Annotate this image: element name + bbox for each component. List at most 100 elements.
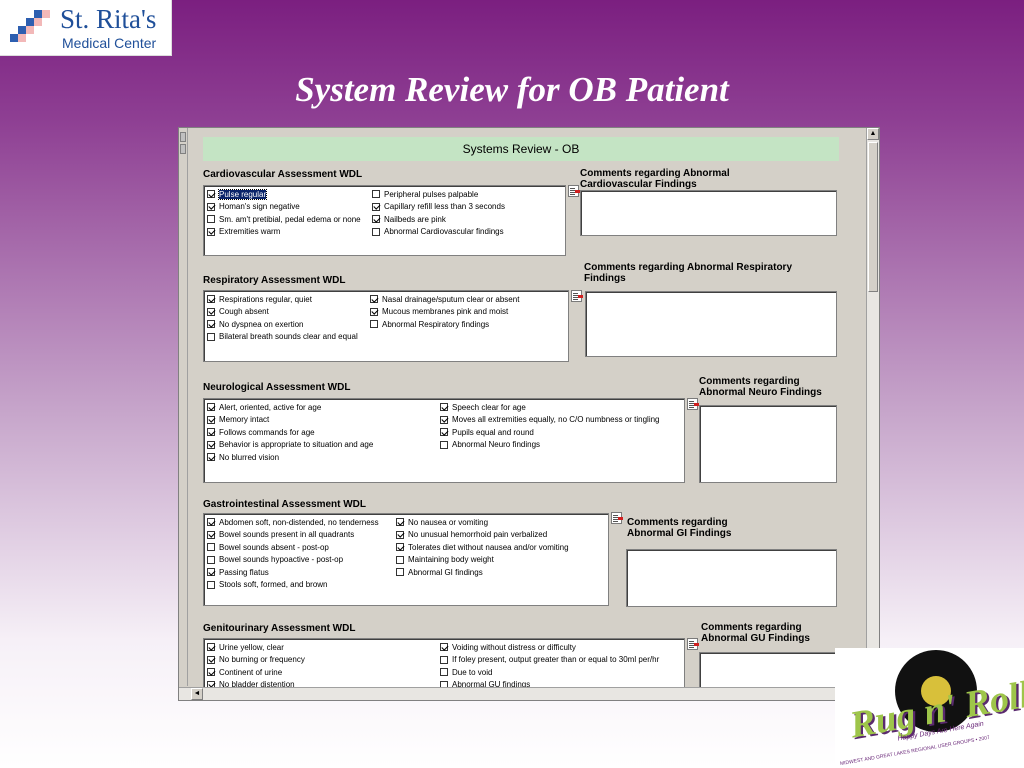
unchecked-checkbox-icon[interactable]: [370, 320, 378, 329]
checklist-item[interactable]: Pulse regular: [207, 188, 361, 201]
checked-checkbox-icon[interactable]: [370, 307, 378, 316]
checked-checkbox-icon[interactable]: [207, 227, 215, 236]
checked-checkbox-icon[interactable]: [207, 190, 215, 199]
checklist-item[interactable]: No unusual hemorrhoid pain verbalized: [396, 529, 569, 542]
unchecked-checkbox-icon[interactable]: [372, 227, 380, 236]
checked-checkbox-icon[interactable]: [207, 568, 215, 577]
unchecked-checkbox-icon[interactable]: [207, 580, 215, 589]
checked-checkbox-icon[interactable]: [396, 530, 404, 539]
checked-checkbox-icon[interactable]: [207, 428, 215, 437]
checklist-item[interactable]: No dyspnea on exertion: [207, 318, 358, 331]
checklist-item[interactable]: Alert, oriented, active for age: [207, 401, 373, 414]
checklist-item[interactable]: Continent of urine: [207, 666, 305, 679]
respiratory-comment-input[interactable]: [585, 291, 837, 357]
checklist-item[interactable]: Peripheral pulses palpable: [372, 188, 505, 201]
checked-checkbox-icon[interactable]: [440, 403, 448, 412]
unchecked-checkbox-icon[interactable]: [440, 668, 448, 677]
notes-icon[interactable]: [687, 398, 699, 410]
checked-checkbox-icon[interactable]: [207, 643, 215, 652]
notes-icon[interactable]: [568, 185, 580, 197]
unchecked-checkbox-icon[interactable]: [207, 215, 215, 224]
scroll-left-icon[interactable]: ◄: [191, 688, 203, 700]
unchecked-checkbox-icon[interactable]: [207, 332, 215, 341]
checked-checkbox-icon[interactable]: [396, 518, 404, 527]
unchecked-checkbox-icon[interactable]: [440, 440, 448, 449]
checklist-item[interactable]: Maintaining body weight: [396, 554, 569, 567]
checked-checkbox-icon[interactable]: [207, 415, 215, 424]
checklist-item[interactable]: Pupils equal and round: [440, 426, 660, 439]
checked-checkbox-icon[interactable]: [207, 320, 215, 329]
checked-checkbox-icon[interactable]: [207, 440, 215, 449]
checklist-item[interactable]: Mucous membranes pink and moist: [370, 306, 519, 319]
checklist-item[interactable]: No blurred vision: [207, 451, 373, 464]
checklist-item[interactable]: Bilateral breath sounds clear and equal: [207, 331, 358, 344]
checked-checkbox-icon[interactable]: [207, 295, 215, 304]
checklist-item[interactable]: Bowel sounds absent - post-op: [207, 541, 379, 554]
unchecked-checkbox-icon[interactable]: [207, 555, 215, 564]
checklist-item[interactable]: Cough absent: [207, 306, 358, 319]
checklist-item[interactable]: Abnormal Neuro findings: [440, 439, 660, 452]
checklist-item[interactable]: Behavior is appropriate to situation and…: [207, 439, 373, 452]
checklist-item[interactable]: Capillary refill less than 3 seconds: [372, 201, 505, 214]
neuro-comment-input[interactable]: [699, 405, 837, 483]
checked-checkbox-icon[interactable]: [396, 543, 404, 552]
checklist-item[interactable]: Abnormal Respiratory findings: [370, 318, 519, 331]
checklist-item[interactable]: Homan's sign negative: [207, 201, 361, 214]
checklist-item[interactable]: Due to void: [440, 666, 659, 679]
checked-checkbox-icon[interactable]: [440, 415, 448, 424]
checklist-item[interactable]: Abnormal GI findings: [396, 566, 569, 579]
vertical-scrollbar[interactable]: ▲ ▼: [866, 128, 879, 686]
checklist-item-label: Abnormal Respiratory findings: [382, 319, 490, 329]
checklist-item[interactable]: Tolerates diet without nausea and/or vom…: [396, 541, 569, 554]
checklist-item[interactable]: Passing flatus: [207, 566, 379, 579]
cardiovascular-label: Cardiovascular Assessment WDL: [203, 169, 363, 180]
checklist-item[interactable]: No burning or frequency: [207, 654, 305, 667]
gi-comment-input[interactable]: [626, 549, 837, 607]
gu-comment-input[interactable]: [699, 652, 837, 692]
unchecked-checkbox-icon[interactable]: [440, 655, 448, 664]
unchecked-checkbox-icon[interactable]: [396, 555, 404, 564]
checklist-item[interactable]: Moves all extremities equally, no C/O nu…: [440, 414, 660, 427]
checked-checkbox-icon[interactable]: [207, 453, 215, 462]
notes-icon[interactable]: [687, 638, 699, 650]
checked-checkbox-icon[interactable]: [207, 530, 215, 539]
scroll-up-icon[interactable]: ▲: [867, 128, 879, 140]
checklist-item[interactable]: Stools soft, formed, and brown: [207, 579, 379, 592]
checklist-item[interactable]: Abdomen soft, non-distended, no tenderne…: [207, 516, 379, 529]
checklist-item[interactable]: Nasal drainage/sputum clear or absent: [370, 293, 519, 306]
checked-checkbox-icon[interactable]: [372, 215, 380, 224]
checklist-item[interactable]: Voiding without distress or difficulty: [440, 641, 659, 654]
checklist-item[interactable]: Speech clear for age: [440, 401, 660, 414]
checklist-item[interactable]: Follows commands for age: [207, 426, 373, 439]
checked-checkbox-icon[interactable]: [207, 202, 215, 211]
checked-checkbox-icon[interactable]: [370, 295, 378, 304]
notes-icon[interactable]: [611, 512, 623, 524]
scroll-thumb[interactable]: [868, 142, 878, 292]
checklist-item[interactable]: No nausea or vomiting: [396, 516, 569, 529]
checked-checkbox-icon[interactable]: [440, 428, 448, 437]
checked-checkbox-icon[interactable]: [207, 668, 215, 677]
checked-checkbox-icon[interactable]: [207, 518, 215, 527]
checked-checkbox-icon[interactable]: [207, 655, 215, 664]
checklist-item[interactable]: Extremities warm: [207, 226, 361, 239]
checklist-item[interactable]: Urine yellow, clear: [207, 641, 305, 654]
unchecked-checkbox-icon[interactable]: [396, 568, 404, 577]
checklist-item[interactable]: Sm. am't pretibial, pedal edema or none: [207, 213, 361, 226]
checklist-item[interactable]: Bowel sounds present in all quadrants: [207, 529, 379, 542]
unchecked-checkbox-icon[interactable]: [372, 190, 380, 199]
checked-checkbox-icon[interactable]: [372, 202, 380, 211]
checklist-item[interactable]: Bowel sounds hypoactive - post-op: [207, 554, 379, 567]
checklist-item[interactable]: Abnormal Cardiovascular findings: [372, 226, 505, 239]
checklist-item[interactable]: If foley present, output greater than or…: [440, 654, 659, 667]
checked-checkbox-icon[interactable]: [207, 403, 215, 412]
cardiovascular-comment-input[interactable]: [580, 190, 837, 236]
checklist-item[interactable]: Memory intact: [207, 414, 373, 427]
checklist-item[interactable]: Nailbeds are pink: [372, 213, 505, 226]
notes-icon[interactable]: [571, 290, 583, 302]
checked-checkbox-icon[interactable]: [207, 307, 215, 316]
horizontal-scrollbar[interactable]: ◄ ►: [179, 687, 867, 700]
checklist-item-label: Abnormal Cardiovascular findings: [384, 227, 504, 237]
unchecked-checkbox-icon[interactable]: [207, 543, 215, 552]
checklist-item[interactable]: Respirations regular, quiet: [207, 293, 358, 306]
checked-checkbox-icon[interactable]: [440, 643, 448, 652]
